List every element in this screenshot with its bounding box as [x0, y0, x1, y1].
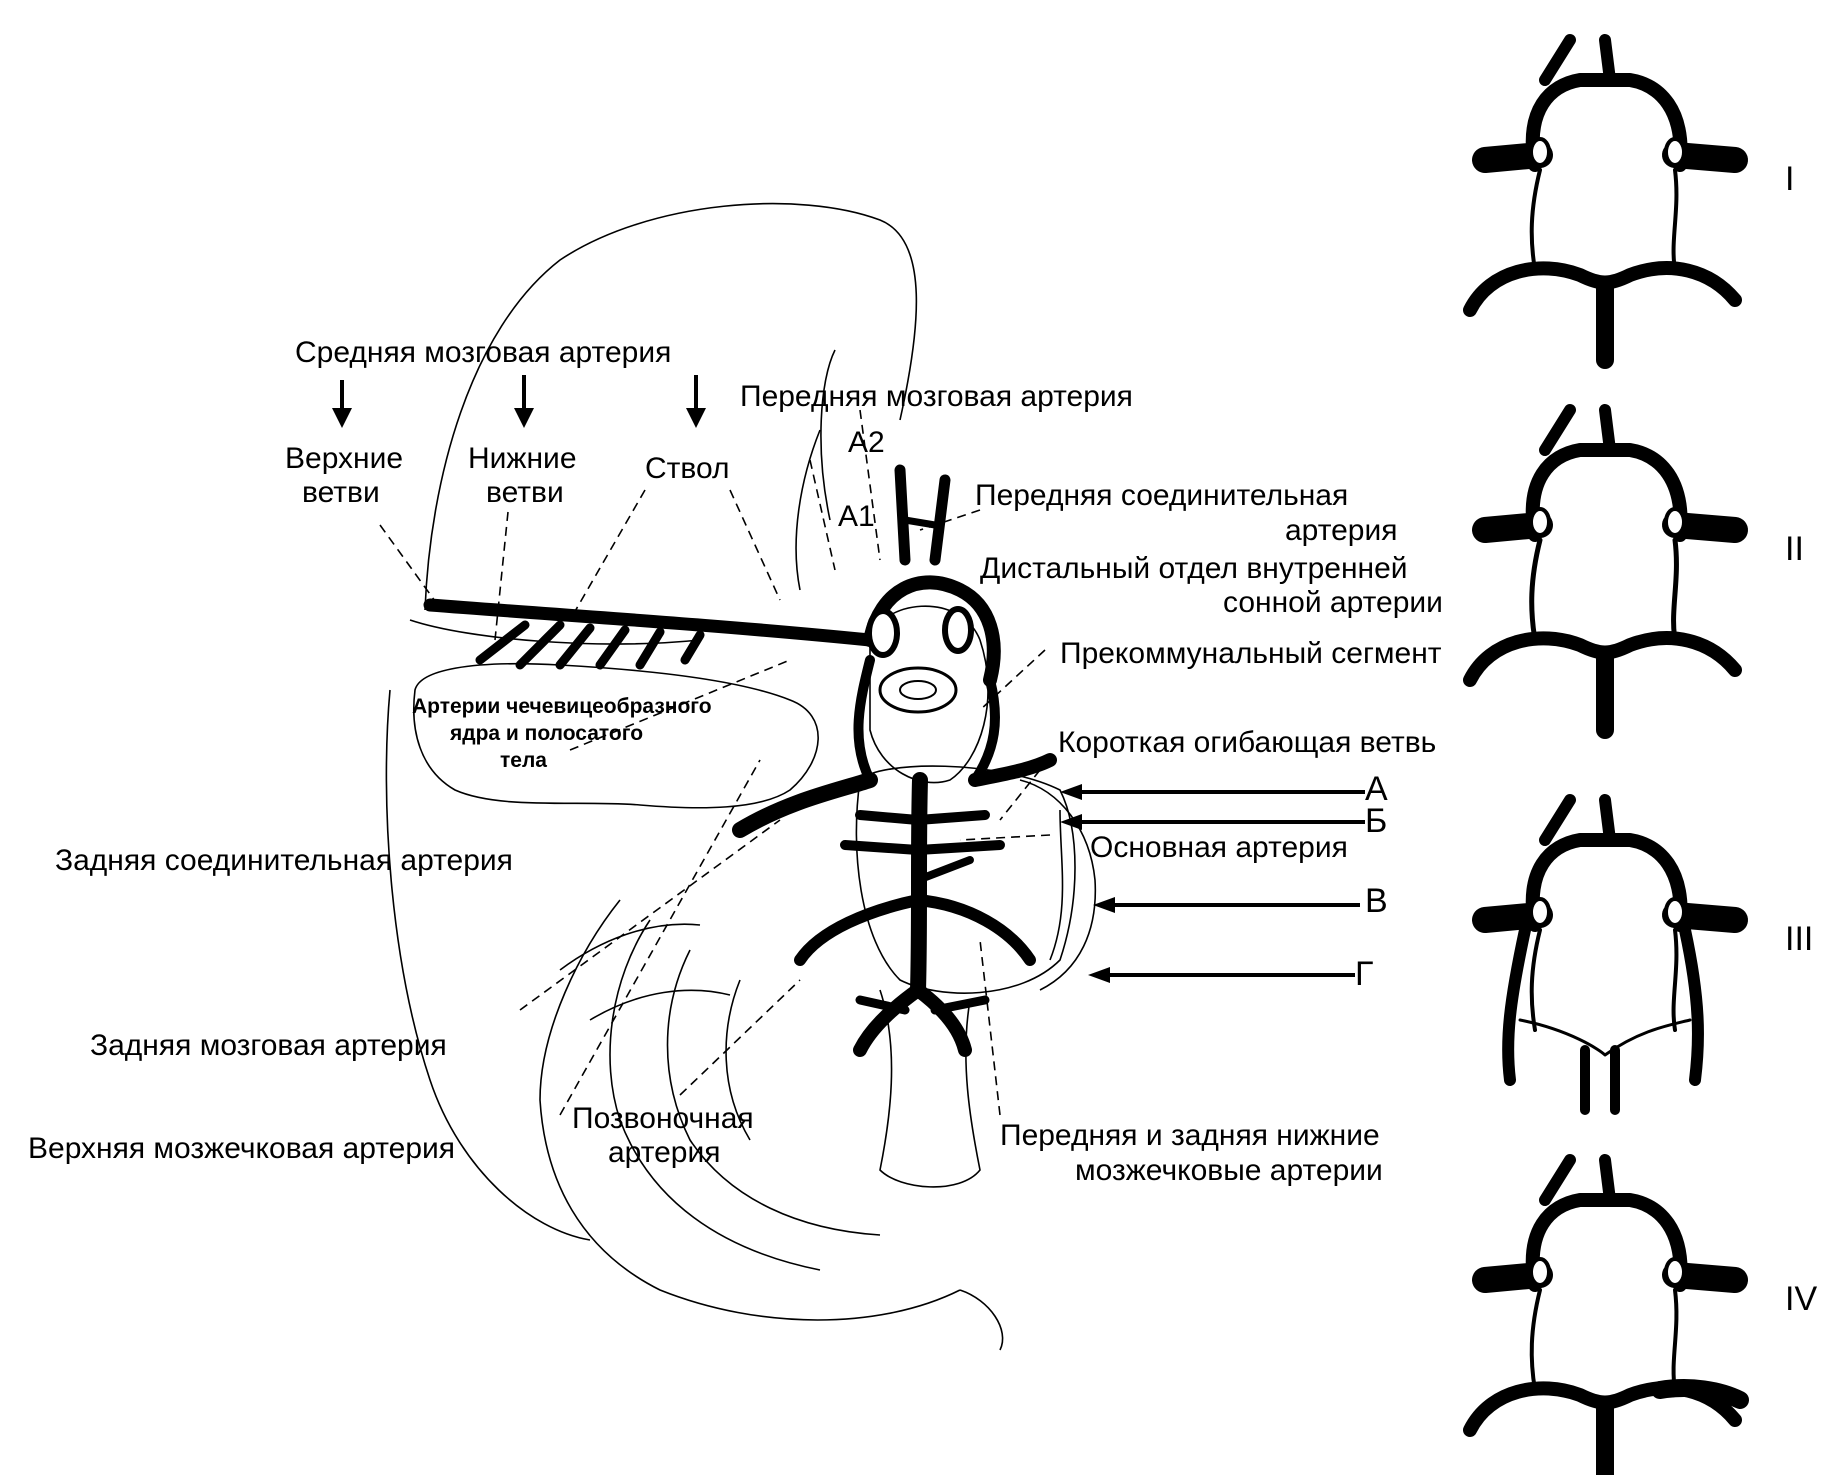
carotid-stump-left	[866, 608, 900, 658]
label-precommunal: Прекоммунальный сегмент	[1060, 637, 1442, 670]
label-ica-2: сонной артерии	[1223, 586, 1443, 619]
label-sca: Верхняя мозжечковая артерия	[28, 1132, 455, 1165]
label-acom-1: Передняя соединительная	[975, 479, 1348, 512]
variant-label: II	[1785, 530, 1804, 568]
label-lower-branches-1: Нижние	[468, 442, 577, 475]
label-lenticulostriate-3: тела	[500, 749, 547, 772]
label-level-a: А	[1365, 770, 1388, 808]
variant-label: III	[1785, 920, 1813, 958]
variant-3: III	[1472, 794, 1813, 1115]
label-pca: Задняя мозговая артерия	[90, 1029, 447, 1062]
variant-1: I	[1463, 34, 1794, 369]
label-a2: A2	[848, 426, 885, 459]
labels: Средняя мозговая артерия Верхние ветви Н…	[28, 336, 1443, 1187]
variant-4: IV	[1463, 1154, 1817, 1475]
variant-2: II	[1463, 404, 1804, 739]
mca-arrows	[332, 375, 706, 428]
label-basilar: Основная артерия	[1090, 831, 1348, 864]
artery-network	[423, 464, 1057, 1057]
variant-label: I	[1785, 160, 1794, 198]
label-a1: A1	[838, 500, 875, 533]
label-ica-1: Дистальный отдел внутренней	[980, 552, 1408, 585]
label-lenticulostriate-1: Артерии чечевицеобразного	[412, 695, 712, 718]
label-upper-branches-2: ветви	[302, 476, 380, 509]
level-arrows	[1060, 784, 1365, 983]
label-pica-2: мозжечковые артерии	[1075, 1154, 1383, 1187]
label-mca: Средняя мозговая артерия	[295, 336, 671, 369]
label-pica-1: Передняя и задняя нижние	[1000, 1119, 1380, 1152]
label-vertebral-1: Позвоночная	[572, 1102, 754, 1135]
label-lenticulostriate-2: ядра и полосатого	[449, 722, 643, 745]
label-trunk: Ствол	[645, 452, 730, 485]
label-pcom: Задняя соединительная артерия	[55, 844, 513, 877]
variant-label: IV	[1785, 1280, 1817, 1318]
label-upper-branches-1: Верхние	[285, 442, 403, 475]
label-aca: Передняя мозговая артерия	[740, 380, 1133, 413]
label-acom-2: артерия	[1285, 514, 1398, 547]
label-level-v: В	[1365, 882, 1388, 920]
label-vertebral-2: артерия	[608, 1136, 721, 1169]
label-lower-branches-2: ветви	[486, 476, 564, 509]
label-level-b: Б	[1365, 802, 1387, 840]
basilar-vessel	[910, 772, 928, 998]
label-level-g: Г	[1355, 955, 1373, 993]
mca-vessel	[423, 598, 877, 647]
label-short-circumflex: Короткая огибающая ветвь	[1058, 726, 1436, 759]
carotid-stump-right	[942, 606, 974, 654]
